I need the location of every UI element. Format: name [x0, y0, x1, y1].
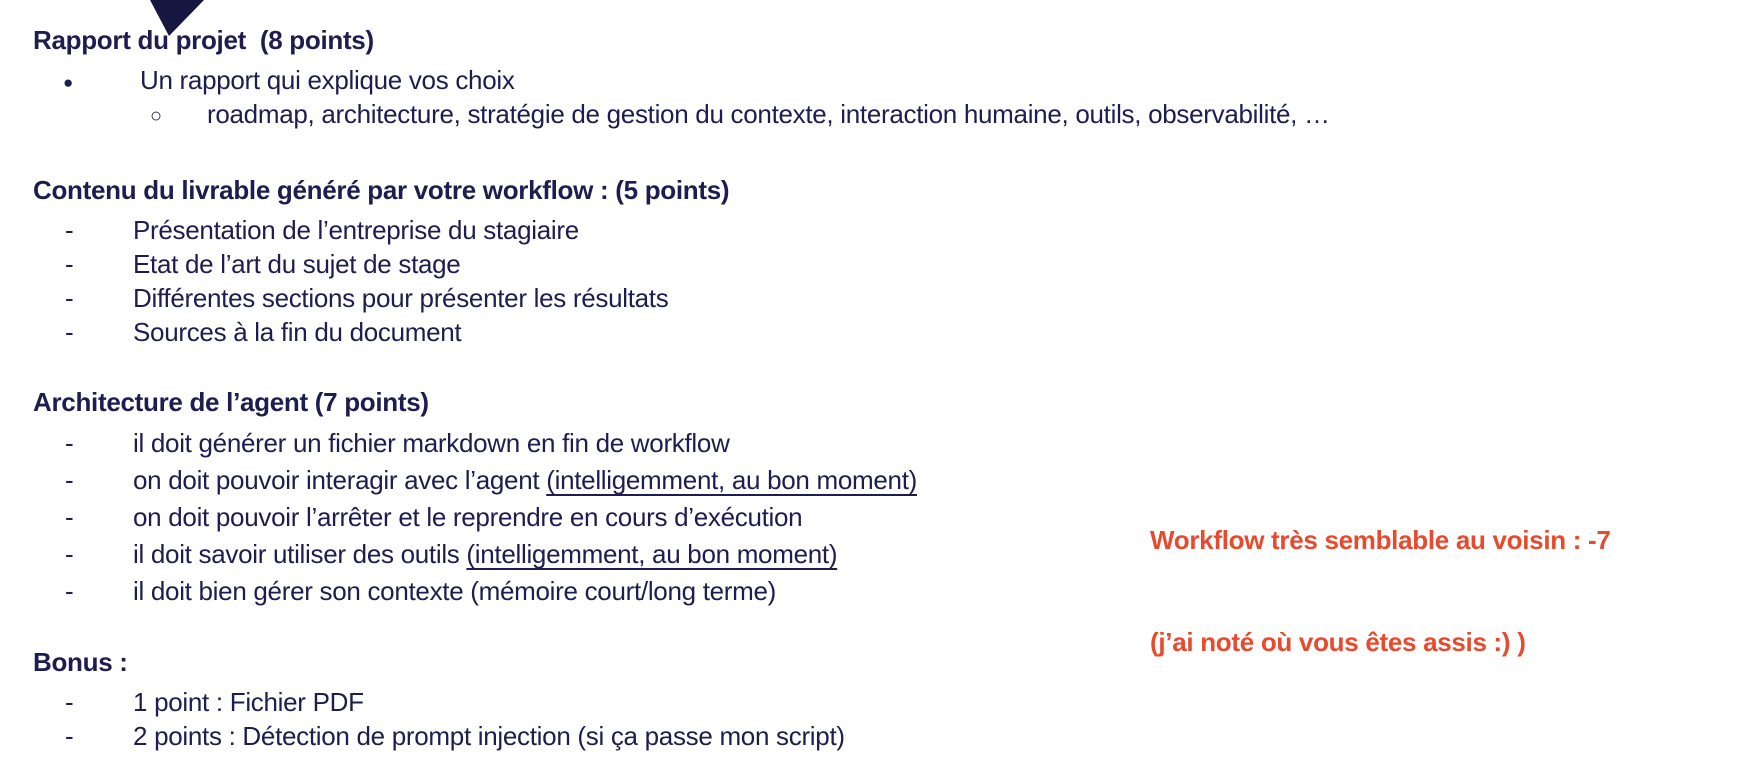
underlined-text: (intelligemment, au bon moment): [466, 539, 838, 569]
section: Rapport du projet (8 points) ● Un rapport …: [33, 23, 1713, 131]
dash-bullet-icon: -: [65, 576, 74, 606]
disc-bullet-icon: ●: [63, 73, 73, 92]
list-item-text: on doit pouvoir l’arrêter et le reprendr…: [133, 502, 803, 532]
section: Bonus : - 1 point : Fichier PDF - 2 points :…: [33, 645, 1713, 753]
list-item: - 2 points : Détection de prompt injectio…: [33, 719, 1713, 753]
dash-bullet-icon: -: [65, 317, 74, 347]
list-item-text: il doit générer un fichier markdown en f…: [133, 428, 730, 458]
triangle-icon: [150, 0, 204, 36]
list-item: - il doit bien gérer son contexte (mémoir…: [33, 573, 1713, 610]
list-item: - il doit générer un fichier markdown en …: [33, 425, 1713, 462]
list-item-text: 2 points : Détection de prompt injection…: [133, 721, 845, 751]
dash-bullet-icon: -: [65, 502, 74, 532]
list-item: ● Un rapport qui explique vos choix: [33, 63, 1713, 97]
list-item-text: Présentation de l’entreprise du stagiair…: [133, 215, 579, 245]
section-heading: Rapport du projet (8 points): [33, 25, 374, 55]
section: Architecture de l’agent (7 points) - il do…: [33, 385, 1713, 610]
dash-bullet-icon: -: [65, 215, 74, 245]
list-item: - Présentation de l’entreprise du stagiai…: [33, 213, 1713, 247]
list-item: - Sources à la fin du document: [33, 315, 1713, 349]
list-item-text: il doit bien gérer son contexte (mémoire…: [133, 576, 777, 606]
list-item-text: 1 point : Fichier PDF: [133, 687, 364, 717]
list-item: - 1 point : Fichier PDF: [33, 685, 1713, 719]
list-item-text: il doit savoir utiliser des outils: [133, 539, 467, 569]
underlined-text: (intelligemment, au bon moment): [546, 465, 917, 495]
dash-bullet-icon: -: [65, 687, 74, 717]
cursor-triangle-decoration: [148, 0, 208, 40]
section-heading: Contenu du livrable généré par votre wor…: [33, 175, 730, 205]
list-item: - Différentes sections pour présenter les…: [33, 281, 1713, 315]
section-heading: Architecture de l’agent (7 points): [33, 387, 429, 417]
dash-bullet-icon: -: [65, 721, 74, 751]
list-item-text: on doit pouvoir interagir avec l’agent: [133, 465, 547, 495]
dash-bullet-icon: -: [65, 465, 74, 495]
sections: Rapport du projet (8 points) ● Un rapport …: [33, 23, 1713, 753]
section: Contenu du livrable généré par votre wor…: [33, 173, 1713, 349]
list-item-text: Un rapport qui explique vos choix: [140, 65, 515, 95]
list-item-text: Différentes sections pour présenter les …: [133, 283, 669, 313]
list-item: - on doit pouvoir l’arrêter et le reprend…: [33, 499, 1713, 536]
dash-bullet-icon: -: [65, 539, 74, 569]
section-heading: Bonus :: [33, 647, 128, 677]
grader-comment: Workflow très semblable au voisin : -7 (…: [1150, 455, 1730, 727]
list-item: ○ roadmap, architecture, stratégie de ges…: [33, 97, 1713, 131]
list-item: - il doit savoir utiliser des outils (int…: [33, 536, 1713, 573]
circle-bullet-icon: ○: [150, 105, 162, 127]
slide-content: Rapport du projet (8 points) ● Un rapport …: [33, 23, 1713, 753]
dash-bullet-icon: -: [65, 428, 74, 458]
dash-bullet-icon: -: [65, 249, 74, 279]
list-item: - Etat de l’art du sujet de stage: [33, 247, 1713, 281]
list-item: -on doit pouvoir interagir avec l’agent …: [33, 462, 1713, 499]
list-item-text: Etat de l’art du sujet de stage: [133, 249, 461, 279]
dash-bullet-icon: -: [65, 283, 74, 313]
list-item-text: roadmap, architecture, stratégie de gest…: [207, 99, 1330, 129]
grader-comment-line1: Workflow très semblable au voisin : -7: [1150, 525, 1611, 555]
grader-comment-line2: (j’ai noté où vous êtes assis :) ): [1150, 627, 1526, 657]
list-item-text: Sources à la fin du document: [133, 317, 462, 347]
